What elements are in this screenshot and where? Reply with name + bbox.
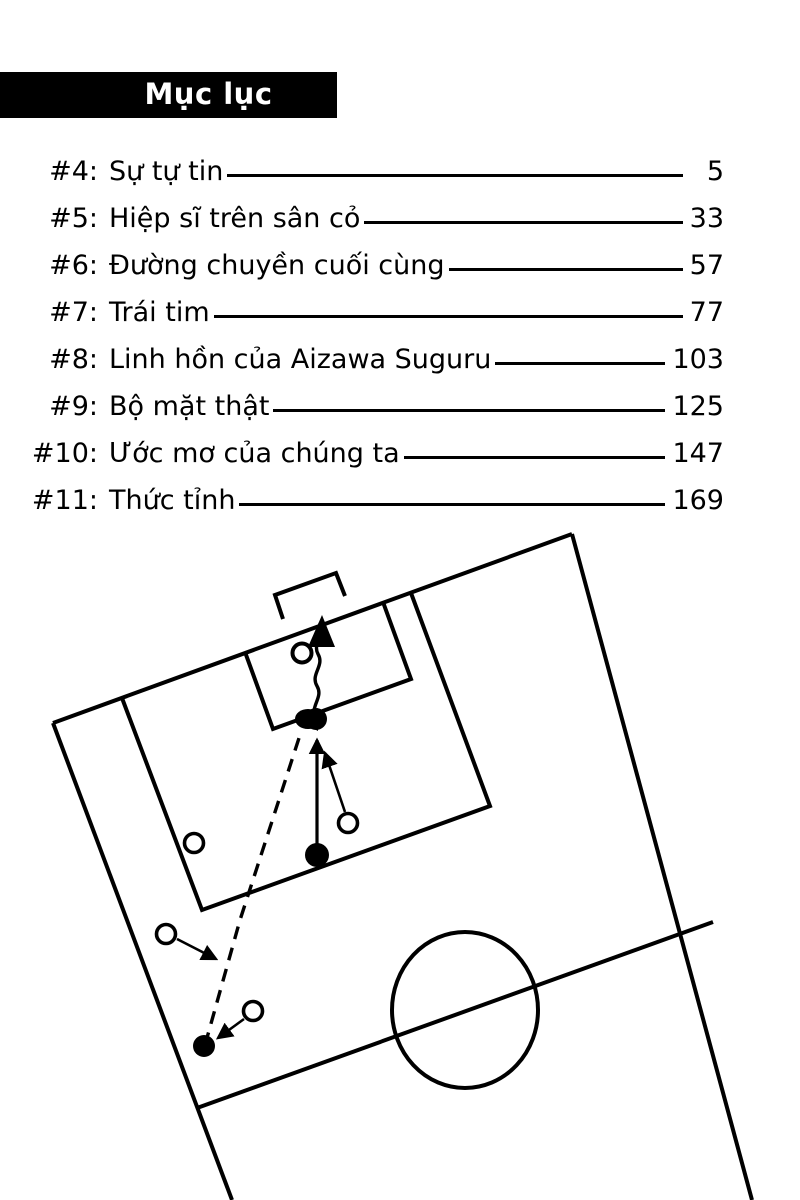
toc-entry-number: #11:	[31, 485, 98, 516]
toc-leader-line	[213, 315, 683, 318]
toc-entry-number: #6:	[49, 250, 98, 281]
toc-entry-title: Bộ mặt thật	[109, 391, 270, 422]
support-run-arrow	[321, 750, 347, 813]
table-of-contents: #4: Sự tự tin 5 #5: Hiệp sĩ trên sân cỏ …	[0, 148, 724, 524]
toc-entry[interactable]: #5: Hiệp sĩ trên sân cỏ 33	[0, 195, 724, 242]
toc-entry[interactable]: #4: Sự tự tin 5	[0, 148, 724, 195]
player-hollow-left-mid	[154, 922, 178, 946]
toc-entry-title: Hiệp sĩ trên sân cỏ	[109, 203, 361, 234]
toc-entry-page: 77	[689, 297, 724, 328]
pitch-centre-circle	[390, 930, 540, 1090]
toc-entry-number: #10:	[31, 438, 98, 469]
toc-entry[interactable]: #11: Thức tỉnh 169	[0, 477, 724, 524]
pitch-goal-line	[52, 532, 573, 725]
left-lower-run-arrow	[215, 1017, 245, 1040]
toc-entry-page: 103	[672, 344, 724, 375]
toc-entry[interactable]: #8: Linh hồn của Aizawa Suguru 103	[0, 336, 724, 383]
toc-entry-number: #4:	[49, 156, 98, 187]
left-mid-run-arrow	[176, 937, 219, 961]
soccer-pitch-diagram	[0, 500, 800, 1200]
toc-entry-title: Ước mơ của chúng ta	[109, 438, 400, 469]
toc-leader-line	[448, 268, 683, 271]
page-title: Mục lục	[144, 76, 273, 111]
toc-entry[interactable]: #10: Ước mơ của chúng ta 147	[0, 430, 724, 477]
toc-entry-number: #9:	[49, 391, 98, 422]
pitch-penalty-area	[120, 592, 493, 913]
toc-entry-page: 33	[689, 203, 724, 234]
toc-entry-number: #8:	[49, 344, 98, 375]
toc-entry[interactable]: #9: Bộ mặt thật 125	[0, 383, 724, 430]
page-title-banner: Mục lục	[0, 72, 337, 118]
player-filled-runner	[193, 1035, 215, 1057]
toc-entry-title: Thức tỉnh	[109, 485, 236, 516]
player-hollow-support	[336, 811, 360, 835]
shot-arrowhead	[308, 615, 335, 647]
striker-body-blob	[295, 709, 321, 729]
player-hollow-left-lower	[241, 999, 265, 1023]
pitch-goal-area	[243, 601, 414, 732]
pitch-goal-net	[272, 570, 347, 620]
toc-entry-number: #5:	[49, 203, 98, 234]
toc-leader-line	[227, 174, 683, 177]
pitch-left-touchline	[51, 722, 234, 1200]
toc-entry[interactable]: #6: Đường chuyền cuối cùng 57	[0, 242, 724, 289]
toc-entry[interactable]: #7: Trái tim 77	[0, 289, 724, 336]
toc-leader-line	[239, 503, 666, 506]
toc-leader-line	[403, 456, 666, 459]
toc-entry-title: Sự tự tin	[109, 156, 224, 187]
player-filled-passer	[305, 843, 329, 867]
toc-entry-page: 5	[706, 156, 724, 187]
toc-leader-line	[364, 221, 683, 224]
toc-leader-line	[273, 409, 666, 412]
toc-entry-title: Trái tim	[109, 297, 210, 328]
pitch-outline	[51, 532, 754, 1200]
player-hollow-goalkeeper	[290, 641, 314, 665]
player-hollow-left-upper	[182, 831, 206, 855]
toc-entry-title: Đường chuyền cuối cùng	[109, 250, 445, 281]
toc-entry-title: Linh hồn của Aizawa Suguru	[109, 344, 492, 375]
toc-entry-page: 57	[689, 250, 724, 281]
toc-entry-number: #7:	[49, 297, 98, 328]
toc-entry-page: 147	[672, 438, 724, 469]
pitch-halfway-line	[196, 920, 714, 1110]
toc-entry-page: 125	[672, 391, 724, 422]
toc-leader-line	[495, 362, 666, 365]
pitch-right-touchline	[570, 533, 754, 1200]
toc-entry-page: 169	[672, 485, 724, 516]
